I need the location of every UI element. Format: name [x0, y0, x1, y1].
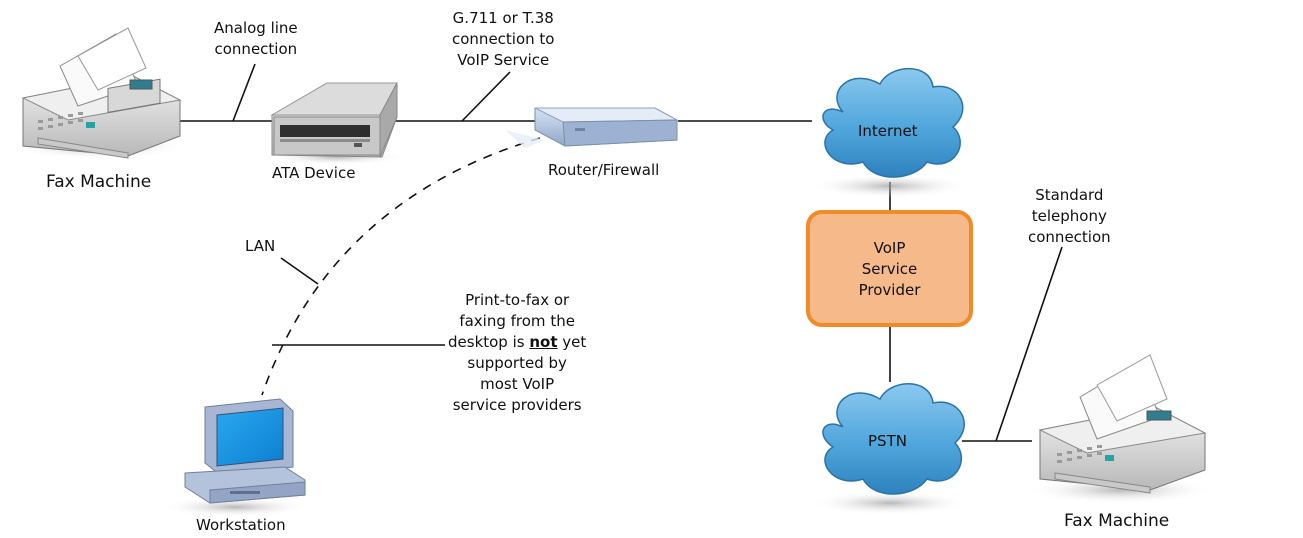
ata-device-label: ATA Device [272, 164, 356, 182]
standard-telephony-leader [995, 246, 1063, 442]
fax-machine-left-label: Fax Machine [46, 172, 152, 192]
analog-leader [232, 63, 256, 122]
workstation-icon [160, 398, 310, 517]
g711-label-line-2: connection to [452, 30, 555, 48]
fax-machine-left-icon [8, 27, 188, 160]
lan-label: LAN [245, 237, 276, 255]
ata-device-icon [267, 82, 407, 165]
lan-leader [280, 257, 319, 285]
standard-telephony-line-1: Standard [1035, 186, 1104, 204]
voip-provider-label: VoIP Service Provider [808, 238, 971, 301]
print-to-fax-line-2: faxing from the [459, 312, 575, 330]
desktop-is-text: desktop is [448, 333, 530, 351]
not-emphasis: not [529, 333, 558, 351]
g711-label-line-3: VoIP Service [457, 51, 550, 69]
print-to-fax-line-1: Print-to-fax or [465, 291, 570, 309]
analog-line-label-line-1: Analog line [214, 19, 298, 37]
voip-provider-line-2: Service [861, 260, 918, 278]
analog-line-label-line-2: connection [214, 40, 298, 58]
voip-provider-box [806, 210, 973, 327]
standard-telephony-label: Standard telephony connection [1028, 185, 1111, 248]
lan-dashed-link [261, 137, 541, 396]
print-to-fax-line-3: desktop is not yet [448, 332, 586, 353]
router-icon [505, 107, 679, 148]
g711-label: G.711 or T.38 connection to VoIP Service [452, 8, 554, 71]
voip-provider-line-1: VoIP [873, 239, 906, 257]
connection-lines [170, 63, 1063, 442]
workstation-label: Workstation [196, 516, 286, 534]
g711-label-line-1: G.711 or T.38 [452, 9, 554, 27]
internet-cloud-icon [810, 67, 970, 198]
pstn-label: PSTN [868, 432, 907, 450]
analog-line-label: Analog line connection [214, 18, 298, 60]
print-to-fax-line-4: supported by [467, 354, 567, 372]
print-to-fax-label: Print-to-fax or faxing from the desktop … [448, 290, 586, 416]
yet-text: yet [557, 333, 587, 351]
g711-leader [461, 71, 511, 122]
standard-telephony-line-3: connection [1028, 228, 1111, 246]
fax-machine-right-icon [1025, 354, 1215, 504]
fax-machine-right-label: Fax Machine [1064, 511, 1170, 531]
internet-label: Internet [858, 122, 918, 140]
voip-provider-line-3: Provider [858, 281, 921, 299]
print-to-fax-line-5: most VoIP [480, 375, 555, 393]
print-to-fax-line-6: service providers [452, 396, 582, 414]
standard-telephony-line-2: telephony [1031, 207, 1107, 225]
pstn-cloud-icon [810, 383, 970, 515]
router-label: Router/Firewall [548, 161, 660, 179]
